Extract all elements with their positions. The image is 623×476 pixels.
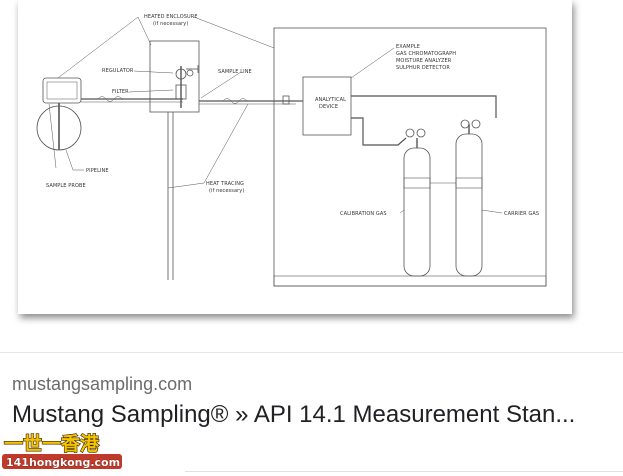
- calibration-gas-cylinder: [403, 147, 431, 277]
- heated-enclosure-box: [149, 40, 200, 113]
- label-heat-tracing-note: (if necessary): [209, 188, 244, 194]
- label-example-2: GAS CHROMATOGRAPH: [396, 51, 456, 57]
- label-heated-enclosure: HEATED ENCLOSURE: [144, 14, 198, 20]
- bottom-divider: [185, 471, 623, 472]
- diagram-card: HEATED ENCLOSURE (if necessary) REGULATO…: [18, 0, 572, 314]
- probe-housing: [42, 77, 82, 104]
- label-heated-enclosure-note: (if necessary): [153, 21, 188, 27]
- label-heat-tracing: HEAT TRACING: [206, 181, 244, 187]
- result-image[interactable]: HEATED ENCLOSURE (if necessary) REGULATO…: [0, 0, 623, 352]
- watermark-logo: 一世一香港 141hongkong.com: [0, 430, 178, 476]
- sampling-system-diagram: HEATED ENCLOSURE (if necessary) REGULATO…: [36, 14, 547, 287]
- watermark-url-text: 141hongkong.com: [6, 456, 120, 469]
- label-analytical-device-2: DEVICE: [319, 104, 338, 110]
- result-title-link[interactable]: Mustang Sampling® » API 14.1 Measurement…: [12, 401, 576, 428]
- label-pipeline: PIPELINE: [86, 168, 109, 174]
- label-sample-line: SAMPLE LINE: [218, 69, 252, 75]
- watermark-url-bg: [2, 454, 122, 469]
- watermark-cn-text: 一世一香港: [4, 433, 100, 455]
- source-domain-link[interactable]: mustangsampling.com: [12, 374, 193, 394]
- label-filter: FILTER: [112, 89, 129, 95]
- label-sample-probe: SAMPLE PROBE: [46, 183, 86, 189]
- label-regulator: REGULATOR: [102, 68, 134, 74]
- label-analytical-device-1: ANALYTICAL: [315, 97, 346, 103]
- analytical-device-box: [302, 76, 352, 136]
- label-example-3: MOISTURE ANALYZER: [396, 58, 452, 64]
- label-carrier-gas: CARRIER GAS: [504, 211, 539, 217]
- label-example-4: SULPHUR DETECTOR: [396, 65, 450, 71]
- carrier-gas-cylinder: [455, 133, 483, 277]
- label-calibration-gas: CALIBRATION GAS: [340, 211, 387, 217]
- divider: [0, 352, 623, 353]
- label-example-1: EXAMPLE: [396, 44, 420, 50]
